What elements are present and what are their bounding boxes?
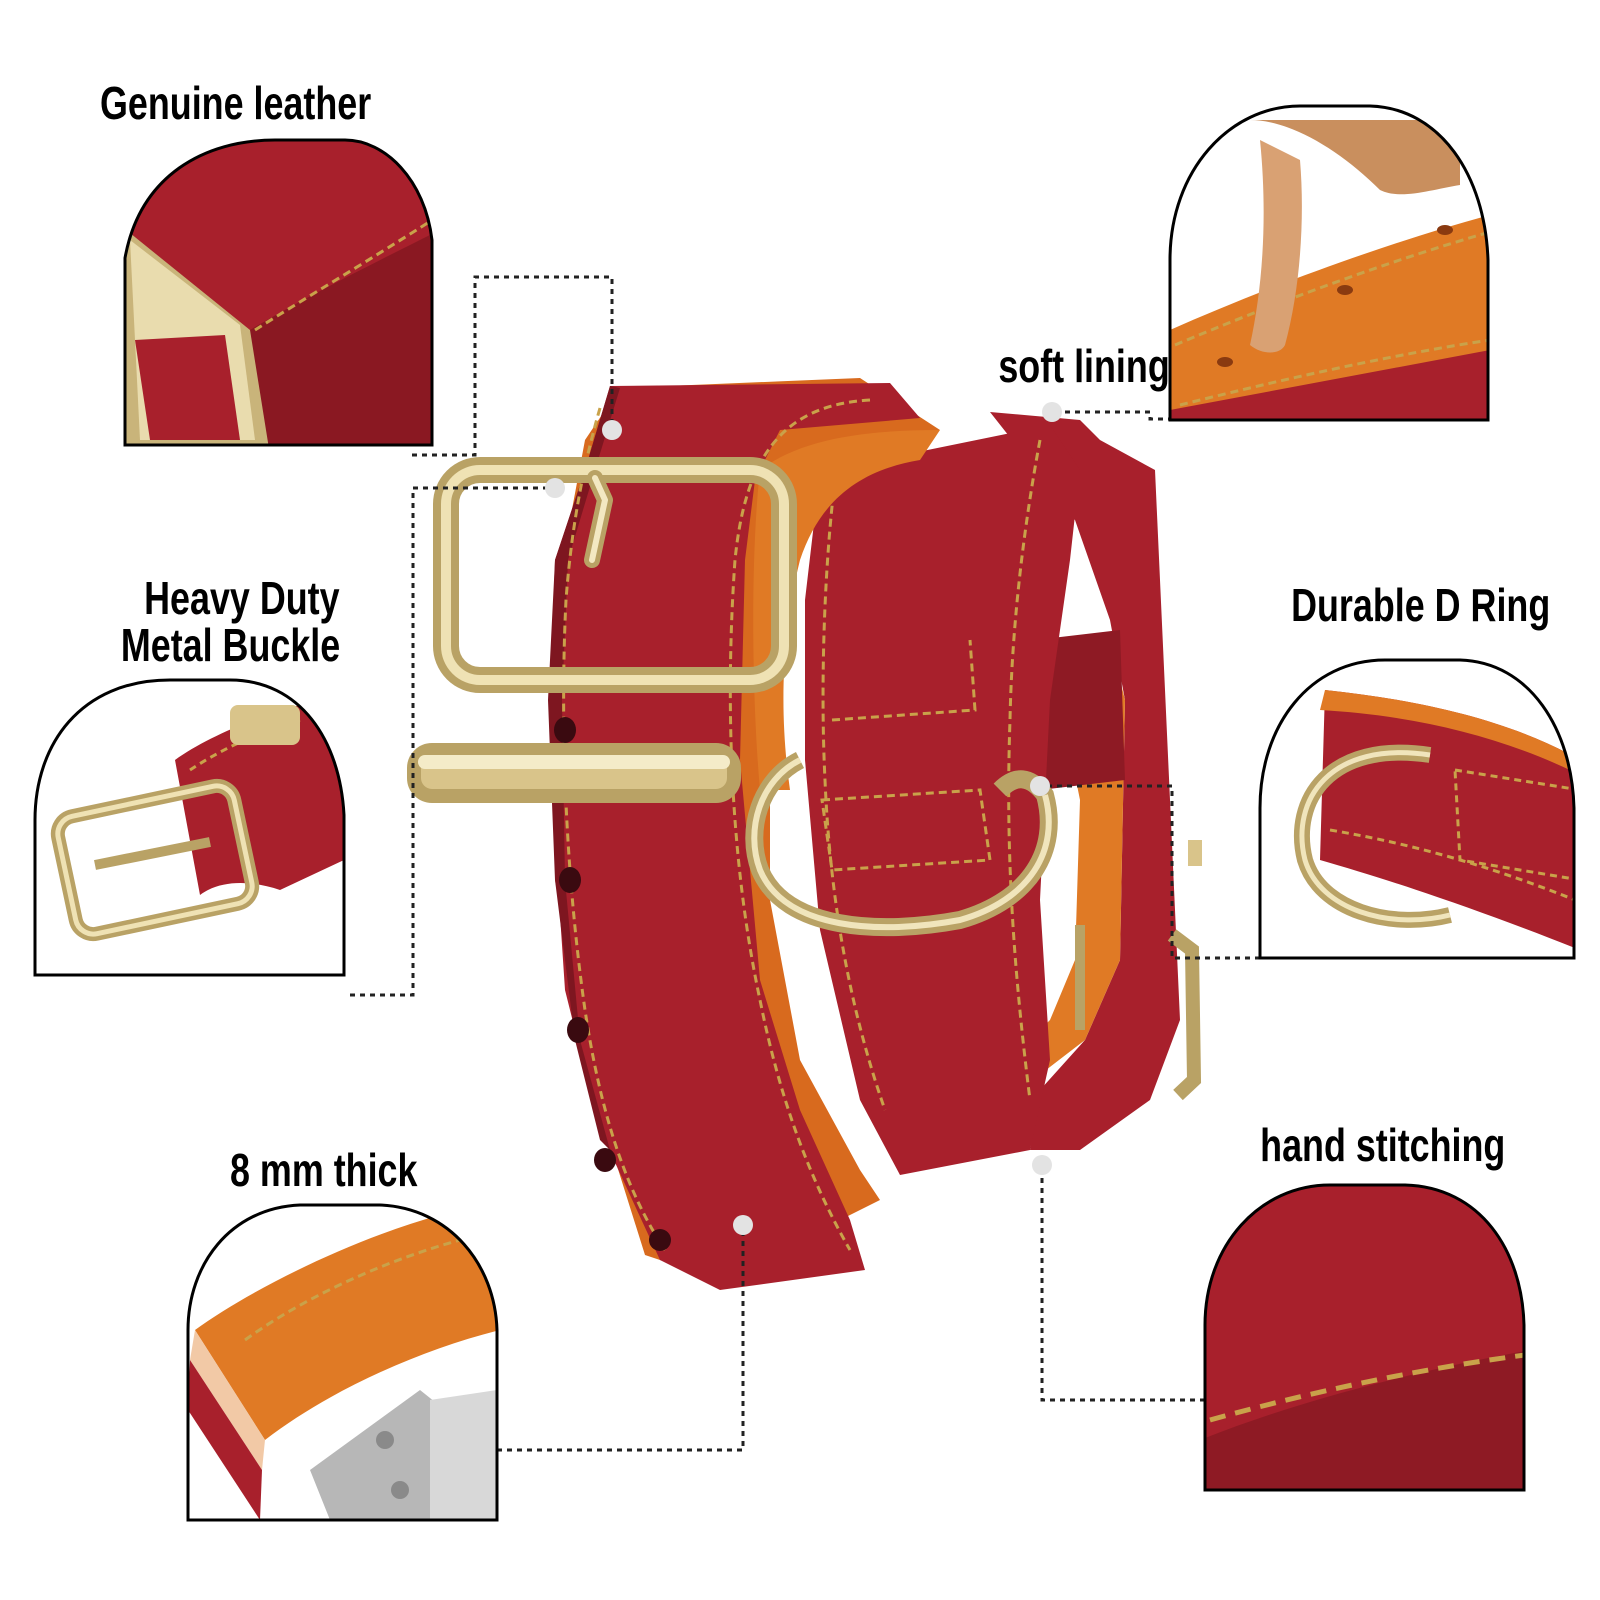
label-genuine-leather: Genuine leather [100,77,372,129]
collar-front-right-band [753,425,1080,1175]
label-durable-d-ring: Durable D Ring [1290,579,1550,631]
collar-back-loop [990,412,1180,1150]
finger-icon [1250,120,1460,195]
detail-genuine-leather [123,138,434,447]
label-heavy-duty-line2: Metal Buckle [120,619,340,671]
detail-d-ring [1258,658,1576,960]
detail-thickness [186,1203,499,1522]
detail-metal-buckle [33,678,346,977]
label-eight-mm-thick: 8 mm thick [230,1144,418,1196]
d-ring [745,751,1058,937]
detail-soft-lining [1168,104,1490,422]
detail-hand-stitching [1203,1183,1526,1492]
label-soft-lining: soft lining [998,340,1170,392]
back-buckle [1075,840,1202,1101]
label-hand-stitching: hand stitching [1259,1119,1505,1171]
label-heavy-duty-line1: Heavy Duty [144,572,340,624]
pointer-dots [545,402,1062,1235]
leader-lines [350,275,1260,1452]
